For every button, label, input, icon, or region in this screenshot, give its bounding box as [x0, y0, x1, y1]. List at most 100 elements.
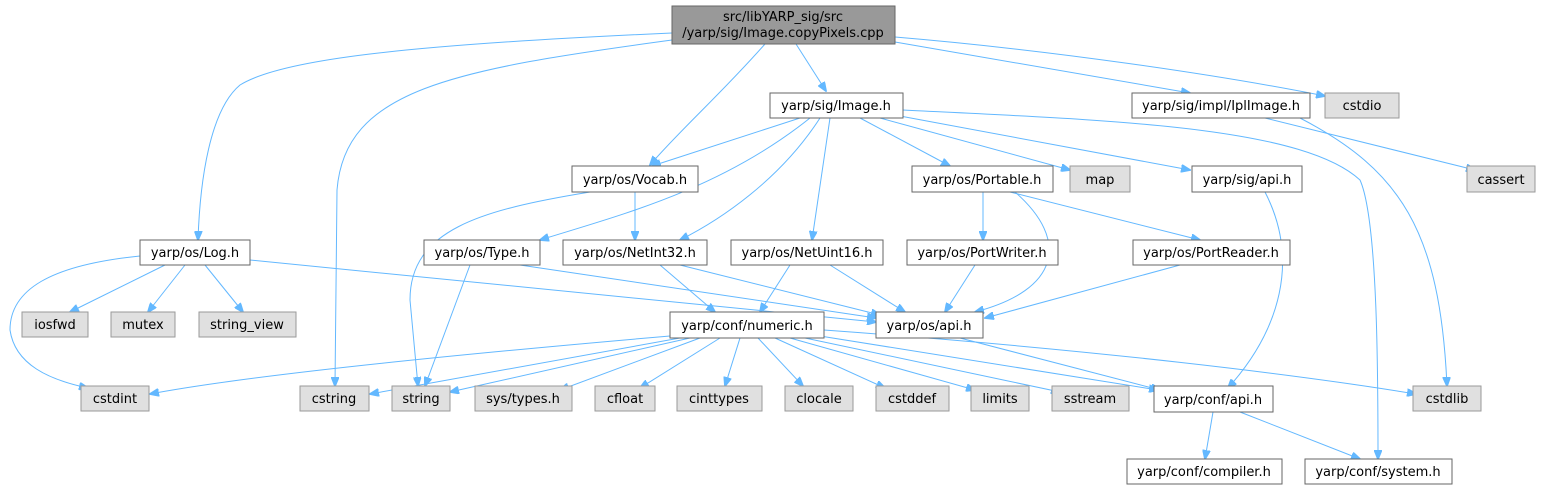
- node-cstdlib[interactable]: cstdlib: [1412, 385, 1482, 412]
- node-sig-api-h[interactable]: yarp/sig/api.h: [1191, 165, 1303, 193]
- edge-image-vocab: [652, 117, 801, 166]
- node-log-h[interactable]: yarp/os/Log.h: [139, 239, 251, 266]
- node-cassert[interactable]: cassert: [1466, 165, 1536, 193]
- node-string-view-label: string_view: [210, 318, 284, 333]
- node-limits[interactable]: limits: [970, 385, 1030, 412]
- node-cstdint-label: cstdint: [93, 392, 137, 407]
- edge-root-image-h: [795, 43, 826, 91]
- node-netuint16-h-label: yarp/os/NetUint16.h: [742, 246, 873, 261]
- edge-numeric-limits: [789, 337, 975, 390]
- edge-numeric-cstdlib: [823, 329, 1416, 394]
- edge-portreader-os-api: [985, 264, 1181, 318]
- node-conf-api-h-label: yarp/conf/api.h: [1164, 393, 1262, 408]
- node-iosfwd[interactable]: iosfwd: [21, 311, 89, 338]
- edge-type-os-api: [519, 264, 876, 318]
- node-compiler-h[interactable]: yarp/conf/compiler.h: [1126, 458, 1283, 485]
- edge-root-cstdio: [894, 36, 1325, 96]
- node-numeric-h-label: yarp/conf/numeric.h: [681, 319, 813, 334]
- node-sig-api-h-label: yarp/sig/api.h: [1203, 173, 1292, 188]
- node-string-label: string: [402, 392, 439, 407]
- node-cstddef[interactable]: cstddef: [875, 385, 950, 412]
- node-numeric-h[interactable]: yarp/conf/numeric.h: [669, 311, 825, 339]
- node-compiler-h-label: yarp/conf/compiler.h: [1137, 465, 1271, 480]
- node-cfloat[interactable]: cfloat: [594, 385, 656, 412]
- node-vocab-h[interactable]: yarp/os/Vocab.h: [571, 165, 699, 193]
- edge-root-cstring: [335, 39, 673, 386]
- node-portreader-h-label: yarp/os/PortReader.h: [1143, 246, 1279, 261]
- edge-netuint16-numeric: [760, 264, 791, 312]
- edge-portwriter-os-api: [945, 264, 976, 312]
- node-clocale-label: clocale: [796, 392, 841, 407]
- node-conf-api-h[interactable]: yarp/conf/api.h: [1153, 385, 1274, 413]
- nodes: src/libYARP_sig/src /yarp/sig/Image.copy…: [21, 5, 1536, 485]
- node-portwriter-h[interactable]: yarp/os/PortWriter.h: [906, 239, 1059, 266]
- node-cfloat-label: cfloat: [607, 392, 643, 407]
- node-cstdio[interactable]: cstdio: [1324, 92, 1400, 119]
- node-portreader-h[interactable]: yarp/os/PortReader.h: [1132, 239, 1291, 266]
- edge-numeric-clocale: [757, 337, 803, 386]
- edge-conf-api-system: [1239, 411, 1360, 459]
- edge-numeric-cfloat: [640, 337, 721, 388]
- edge-image-type: [540, 117, 811, 240]
- node-mutex-label: mutex: [122, 318, 164, 333]
- node-netuint16-h[interactable]: yarp/os/NetUint16.h: [730, 239, 884, 266]
- root-node[interactable]: src/libYARP_sig/src /yarp/sig/Image.copy…: [671, 5, 896, 45]
- edge-netint32-numeric: [659, 264, 715, 312]
- node-sys-types-h[interactable]: sys/types.h: [474, 385, 573, 412]
- edge-image-sig-api: [899, 115, 1190, 170]
- node-iplimage-h[interactable]: yarp/sig/impl/IplImage.h: [1131, 92, 1311, 119]
- node-type-h[interactable]: yarp/os/Type.h: [423, 239, 541, 266]
- edge-netint32-os-api: [679, 264, 880, 315]
- edge-numeric-cstring: [370, 337, 681, 394]
- node-cstdio-label: cstdio: [1343, 99, 1382, 114]
- node-netint32-h[interactable]: yarp/os/NetInt32.h: [562, 239, 708, 266]
- edge-root-log-h: [198, 32, 673, 240]
- node-os-api-h-label: yarp/os/api.h: [887, 319, 972, 334]
- edge-image-netint32: [680, 117, 821, 240]
- edge-image-system: [902, 109, 1378, 459]
- node-portable-h[interactable]: yarp/os/Portable.h: [911, 165, 1054, 193]
- edge-numeric-string: [450, 337, 691, 392]
- node-cinttypes[interactable]: cinttypes: [676, 385, 763, 412]
- node-map[interactable]: map: [1069, 165, 1131, 193]
- node-image-h-label: yarp/sig/Image.h: [781, 99, 891, 114]
- node-portwriter-h-label: yarp/os/PortWriter.h: [917, 246, 1046, 261]
- node-sys-types-h-label: sys/types.h: [486, 392, 560, 407]
- edge-portable-portreader: [1009, 191, 1200, 240]
- node-vocab-h-label: yarp/os/Vocab.h: [583, 173, 687, 188]
- node-system-h[interactable]: yarp/conf/system.h: [1304, 458, 1453, 485]
- edge-numeric-sstream: [804, 337, 1060, 392]
- node-iplimage-h-label: yarp/sig/impl/IplImage.h: [1142, 99, 1300, 114]
- edge-log-string-view: [204, 264, 243, 312]
- edge-log-cstdint: [9, 255, 141, 388]
- node-mutex[interactable]: mutex: [110, 311, 176, 338]
- node-cstring-label: cstring: [312, 392, 356, 407]
- node-system-h-label: yarp/conf/system.h: [1315, 465, 1440, 480]
- edge-log-mutex: [148, 264, 186, 312]
- node-cstring[interactable]: cstring: [299, 385, 370, 412]
- node-cstdlib-label: cstdlib: [1426, 392, 1469, 407]
- edge-image-netuint16: [812, 117, 831, 240]
- node-sstream[interactable]: sstream: [1051, 385, 1130, 412]
- node-cstdint[interactable]: cstdint: [80, 385, 150, 412]
- edge-image-portable: [859, 117, 950, 166]
- edge-type-string: [425, 264, 471, 386]
- node-cinttypes-label: cinttypes: [689, 392, 749, 407]
- node-string-view[interactable]: string_view: [198, 311, 297, 338]
- node-clocale[interactable]: clocale: [784, 385, 854, 412]
- node-image-h[interactable]: yarp/sig/Image.h: [769, 92, 904, 119]
- node-string[interactable]: string: [391, 385, 451, 412]
- node-type-h-label: yarp/os/Type.h: [435, 246, 530, 261]
- edge-log-iosfwd: [70, 264, 166, 312]
- node-limits-label: limits: [982, 392, 1018, 407]
- node-os-api-h[interactable]: yarp/os/api.h: [875, 311, 984, 339]
- node-sstream-label: sstream: [1064, 392, 1116, 407]
- edge-root-iplimage-h: [894, 41, 1190, 93]
- node-cstddef-label: cstddef: [888, 392, 937, 407]
- edge-sig-api-conf-api: [1228, 191, 1283, 388]
- node-cassert-label: cassert: [1477, 173, 1524, 188]
- edge-os-api-conf-api: [959, 337, 1160, 390]
- edge-ipl-cassert: [1264, 117, 1475, 170]
- node-log-h-label: yarp/os/Log.h: [151, 246, 239, 261]
